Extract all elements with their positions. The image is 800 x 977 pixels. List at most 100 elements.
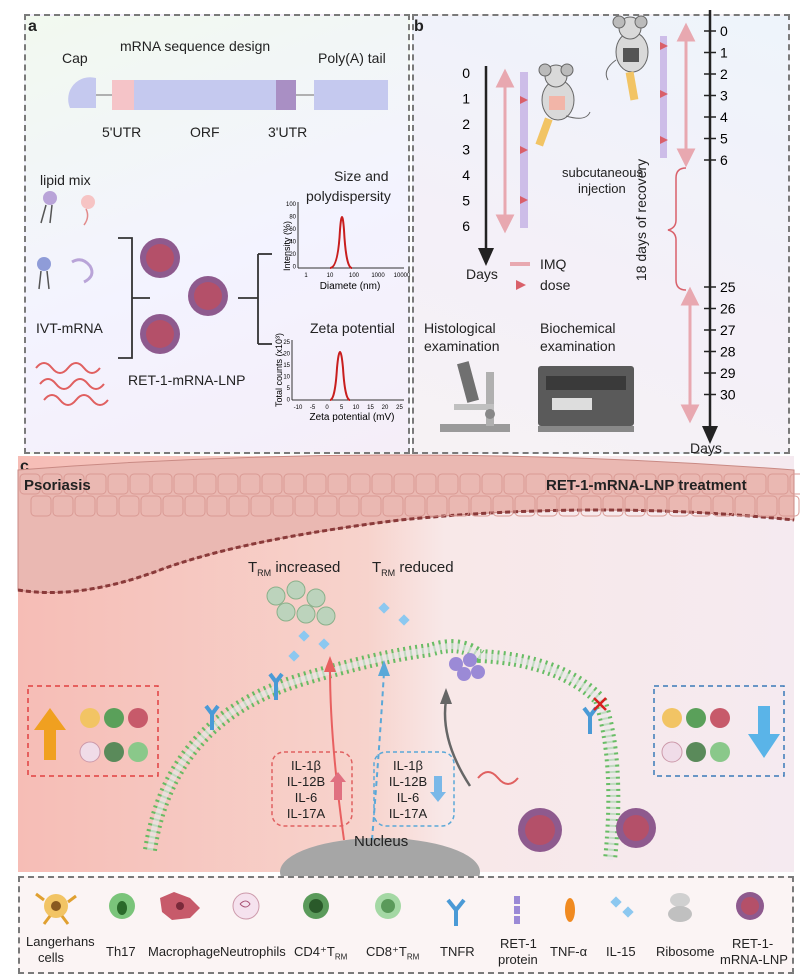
keratinocyte xyxy=(404,495,426,517)
cyto-up-1: IL-12B xyxy=(286,774,326,789)
size-xtick: 10000 xyxy=(394,273,411,279)
keratinocyte xyxy=(327,473,349,495)
down-box-cells xyxy=(661,708,730,763)
keratinocyte xyxy=(525,473,547,495)
legend-frame xyxy=(18,876,794,974)
legend-ret1-2: protein xyxy=(498,952,538,967)
bio-label-2: examination xyxy=(540,338,616,354)
imq-double-arrow xyxy=(495,68,515,234)
keratinocyte xyxy=(426,495,448,517)
keratinocyte xyxy=(305,473,327,495)
ret1-protein-icon xyxy=(514,896,520,924)
right-day-tick: 4 xyxy=(720,109,728,125)
keratinocyte xyxy=(767,473,789,495)
keratinocyte xyxy=(41,473,63,495)
cytokine-down-arrow xyxy=(430,776,446,802)
macrophage-icon xyxy=(160,892,200,920)
mouse-left xyxy=(535,63,591,147)
down-box xyxy=(653,685,785,777)
cyto-up-0: IL-1β xyxy=(291,758,321,773)
keratinocyte xyxy=(261,473,283,495)
imq-bar-right xyxy=(660,36,667,158)
keratinocyte xyxy=(591,473,613,495)
imq-arrow-right xyxy=(676,22,696,168)
keratinocyte xyxy=(536,495,558,517)
left-day-tick: 3 xyxy=(462,142,470,158)
mrna-release xyxy=(477,771,519,785)
keratinocyte xyxy=(151,473,173,495)
up-arrow xyxy=(34,708,66,760)
signal-arrow-up xyxy=(329,667,345,841)
injection-label: injection xyxy=(578,181,626,196)
keratinocyte xyxy=(547,473,569,495)
cd4-icon xyxy=(303,893,329,919)
keratinocyte xyxy=(316,495,338,517)
legend-langerhans-2: cells xyxy=(38,950,65,965)
up-box xyxy=(27,685,159,777)
keratinocyte xyxy=(52,495,74,517)
tnfr-receptors xyxy=(204,672,598,734)
left-day-tick: 6 xyxy=(462,218,470,234)
tnfa-icon xyxy=(565,898,575,922)
legend-langerhans-1: Langerhans xyxy=(26,934,95,949)
size-xtick: 1 xyxy=(304,273,308,279)
lnp-entering xyxy=(518,808,656,852)
zeta-ytick: 10 xyxy=(283,375,290,381)
keratinocyte xyxy=(745,473,767,495)
recovery-brace xyxy=(667,167,687,291)
dose-label: dose xyxy=(540,277,571,293)
size-ylabel: Intensity (%) xyxy=(282,221,292,271)
keratinocyte xyxy=(624,495,646,517)
keratinocyte xyxy=(635,473,657,495)
right-day-tick: 26 xyxy=(720,301,736,317)
keratinocyte xyxy=(701,473,723,495)
keratinocyte xyxy=(690,495,712,517)
keratinocyte xyxy=(712,495,734,517)
keratinocyte xyxy=(250,495,272,517)
keratinocyte xyxy=(195,473,217,495)
zeta-ytick: 0 xyxy=(287,398,291,404)
lnp-icon xyxy=(736,892,764,920)
cytokines-up-list: IL-1β IL-12B IL-6 IL-17A xyxy=(278,758,334,822)
dose-markers-right xyxy=(660,42,668,144)
size-xtick: 1000 xyxy=(371,273,385,279)
panel-c-letter: c xyxy=(20,458,29,475)
zeta-xtick: 0 xyxy=(325,405,329,411)
keratinocyte xyxy=(360,495,382,517)
keratinocyte xyxy=(723,473,745,495)
zeta-xtick: -10 xyxy=(294,405,303,411)
imq-label: IMQ xyxy=(540,256,567,272)
keratinocyte-grid xyxy=(19,473,800,517)
utr3-label: 3'UTR xyxy=(268,124,308,140)
keratinocyte xyxy=(415,473,437,495)
zeta-ytick: 20 xyxy=(283,352,290,358)
panel-b-letter: b xyxy=(414,18,424,35)
lnp-label: RET-1-mRNA-LNP xyxy=(128,372,246,388)
th17-icon xyxy=(109,893,135,919)
keratinocyte xyxy=(162,495,184,517)
treatment-label: RET-1-mRNA-LNP treatment xyxy=(546,477,747,494)
polya-label: Poly(A) tail xyxy=(318,50,386,66)
keratinocyte xyxy=(448,495,470,517)
langerhans-icon xyxy=(35,892,77,925)
zeta-ytick: 25 xyxy=(283,340,290,346)
zeta-xtick: -5 xyxy=(310,405,316,411)
keratinocyte xyxy=(492,495,514,517)
keratinocyte xyxy=(514,495,536,517)
keratinocyte xyxy=(393,473,415,495)
keratinocyte xyxy=(679,473,701,495)
tnfr-icon xyxy=(446,898,466,926)
orf-block xyxy=(134,80,276,110)
keratinocyte xyxy=(437,473,459,495)
keratinocyte xyxy=(382,495,404,517)
keratinocyte xyxy=(734,495,756,517)
keratinocyte xyxy=(96,495,118,517)
legend-macrophage: Macrophage xyxy=(148,944,221,959)
dose-markers xyxy=(520,96,528,204)
keratinocyte xyxy=(503,473,525,495)
keratinocyte xyxy=(206,495,228,517)
